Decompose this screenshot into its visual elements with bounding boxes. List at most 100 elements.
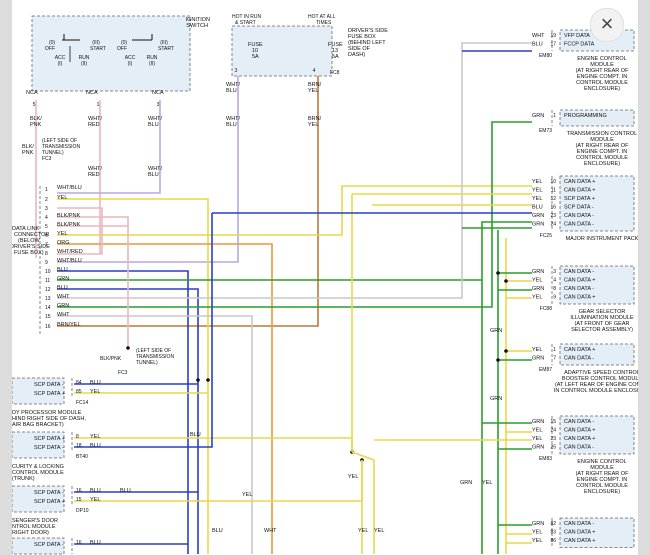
right-mod-pin: 7 bbox=[553, 356, 556, 362]
dlc-label-4: DRIVER'S SIDE bbox=[12, 244, 50, 250]
dlc-label-2: CONNECTOR bbox=[14, 232, 49, 238]
nca-right: NCA bbox=[152, 90, 164, 96]
splice-blu-1 bbox=[196, 378, 200, 382]
dlc-pin-num: 8 bbox=[45, 251, 48, 257]
lbl-mid-blu2: BLU bbox=[120, 488, 131, 494]
fusebox-title-5: DASH) bbox=[348, 52, 365, 58]
left-mod-pin1: 8 bbox=[76, 434, 79, 440]
ign-run: RUN bbox=[79, 55, 90, 61]
right-mod-desc: MODULE bbox=[590, 62, 614, 68]
right-mod-desc: ENCLOSURE) bbox=[584, 489, 620, 495]
right-mod-pin: 82 bbox=[550, 521, 556, 527]
fuse-a-amp: 5A bbox=[252, 54, 259, 60]
right-mod-pin: 8 bbox=[553, 286, 556, 292]
splice-yel-b bbox=[504, 349, 508, 353]
right-mod-desc: CONTROL MODULE bbox=[576, 155, 628, 161]
right-mod-wire: GRN bbox=[532, 356, 544, 362]
right-mod-label: CAN DATA + bbox=[564, 295, 595, 301]
ign-lock-b2: (II) bbox=[149, 61, 155, 67]
tunnel-fc3: FC3 bbox=[42, 156, 52, 162]
lbl-fuse-wht-blu-4: BLU bbox=[226, 122, 237, 128]
ign-lock-1: (I) bbox=[58, 61, 63, 67]
right-mod-wire: BLU bbox=[532, 205, 543, 211]
right-mod-label: CAN DATA - bbox=[564, 286, 594, 292]
ign-lock-b1: (I) bbox=[128, 61, 133, 67]
right-mod-pin: 1 bbox=[553, 347, 556, 353]
right-mod-pin: 4 bbox=[553, 278, 556, 284]
right-mod-label: CAN DATA - bbox=[564, 213, 594, 219]
lbl-wht-blu: WHT/ bbox=[148, 116, 163, 122]
left-mod-wire1: YEL bbox=[90, 434, 100, 440]
dlc-pin-num: 9 bbox=[45, 260, 48, 266]
right-edge-shade bbox=[638, 0, 650, 555]
dlc-pin-color: BLK/PNK bbox=[57, 222, 81, 228]
wire-wht-dlc13 bbox=[57, 42, 532, 299]
close-button[interactable]: × bbox=[590, 8, 624, 42]
mid-fc3: FC3 bbox=[118, 370, 128, 376]
right-mod-wire: WHT bbox=[532, 33, 545, 39]
right-mod-desc: SELECTOR ASSEMBLY) bbox=[571, 327, 633, 333]
left-mod-desc3: (TRUNK) bbox=[12, 476, 35, 482]
dlc-pin-num: 15 bbox=[45, 314, 51, 320]
lbl-wht-blu-3: WHT/ bbox=[148, 166, 163, 172]
lbl-brn-yel-2: YEL bbox=[308, 88, 318, 94]
right-mod-wire: GRN bbox=[532, 113, 544, 119]
module-body bbox=[12, 377, 65, 405]
dlc-pin-color: YEL bbox=[57, 195, 67, 201]
left-mod-desc2: NTROL MODULE bbox=[12, 524, 56, 530]
dlc-pin-num: 14 bbox=[45, 305, 51, 311]
fuse-pin-4: 4 bbox=[313, 68, 316, 74]
lbl-wht-blu-4: BLU bbox=[148, 172, 159, 178]
dlc-label: DATA LINK bbox=[12, 226, 40, 232]
right-mod-label: CAN DATA + bbox=[564, 538, 595, 544]
ign-lock-0: (0) bbox=[49, 40, 55, 46]
right-mod-label: CAN DATA - bbox=[564, 521, 594, 527]
label-layer: IGNITIONSWITCH(0)OFFACC(I)(II)RUN(III)ST… bbox=[12, 14, 638, 548]
tunnel-label-3: TUNNEL) bbox=[42, 150, 64, 156]
lbl-mid-yel3: YEL bbox=[358, 528, 368, 534]
dlc-pin-num: 7 bbox=[45, 242, 48, 248]
dlc-pin-num: 1 bbox=[45, 187, 48, 193]
mid-tunnel-2: TRANSMISSION bbox=[136, 354, 174, 360]
right-mod-desc: ILLUMINATION MODULE bbox=[570, 315, 633, 321]
dlc-pin-color: BLK/PNK bbox=[57, 213, 81, 219]
right-mod-pin: 24 bbox=[550, 222, 556, 228]
left-mod-desc3: AIR BAG BRACKET) bbox=[12, 422, 64, 428]
right-mod-wire: YEL bbox=[532, 530, 542, 536]
right-mod-label: CAN DATA + bbox=[564, 428, 595, 434]
right-mod-desc: ENGINE COMPT. IN bbox=[577, 477, 627, 483]
ignition-switch-box bbox=[31, 15, 191, 92]
ign-off-b: OFF bbox=[117, 46, 127, 52]
right-mod-label: CAN DATA - bbox=[564, 222, 594, 228]
dlc-pin-color: GRN bbox=[57, 276, 69, 282]
right-mod-label: CAN DATA - bbox=[564, 445, 594, 451]
lbl-mid-yel2: YEL bbox=[348, 474, 358, 480]
lbl-wht-red-3: WHT/ bbox=[88, 166, 103, 172]
lbl-right-grn3: GRN bbox=[460, 480, 472, 486]
dlc-pin-num: 13 bbox=[45, 296, 51, 302]
tunnel-label-2: TRANSMISSION bbox=[42, 144, 80, 150]
dlc-pin-num: 11 bbox=[45, 278, 50, 284]
lbl-mid-blk-pnk: BLK/PNK bbox=[100, 356, 122, 362]
right-mod-wire: YEL bbox=[532, 436, 542, 442]
left-mod-pin2: 15 bbox=[76, 497, 82, 503]
nca-mid: NCA bbox=[86, 90, 98, 96]
right-mod-label: CAN DATA + bbox=[564, 188, 595, 194]
lbl-right-grn2: GRN bbox=[490, 396, 502, 402]
ign-pin-1: 1 bbox=[97, 102, 100, 108]
splice-grn-a bbox=[496, 271, 500, 275]
wire-blu-dlc10 bbox=[57, 270, 189, 554]
right-mod-wire: YEL bbox=[532, 428, 542, 434]
fuse-b-num: 13 bbox=[332, 48, 338, 54]
ign-start: START bbox=[90, 46, 106, 52]
left-mod-desc1: SENGER'S DOOR bbox=[12, 518, 58, 524]
dlc-pin-color: WHT/RED bbox=[57, 249, 83, 255]
fuse-a: FUSE bbox=[248, 42, 263, 48]
component-layer bbox=[12, 15, 635, 555]
wire-wht-dlc15 bbox=[57, 315, 253, 554]
right-mod-conn: EM83 bbox=[539, 456, 552, 462]
lbl-mid-yel1: YEL bbox=[242, 492, 252, 498]
fusebox-title: DRIVER'S SIDE bbox=[348, 28, 388, 34]
left-mod-conn: DP10 bbox=[76, 508, 89, 514]
right-mod-wire: GRN bbox=[532, 286, 544, 292]
